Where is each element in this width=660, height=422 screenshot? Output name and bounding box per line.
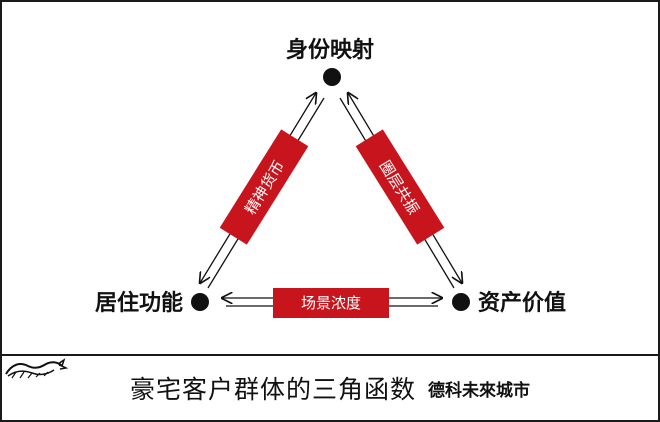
edge-left: 精神货币: [200, 93, 325, 289]
edge-badge-left: [219, 129, 309, 245]
node-dot-right: [452, 293, 470, 311]
node-label-top: 身份映射: [286, 37, 374, 63]
footer-divider: [2, 354, 658, 356]
node-label-right: 资产价值: [478, 290, 566, 316]
diagram-caption: 豪宅客户群体的三角函数: [129, 375, 416, 404]
dragon-logo-icon: [5, 358, 68, 379]
brand: 德科未來城市: [5, 358, 530, 401]
edge-bottom: 场景浓度: [222, 288, 442, 318]
node-dot-top: [323, 68, 341, 86]
node-dot-left: [191, 293, 209, 311]
edge-badge-bottom: [273, 288, 389, 318]
edge-right: 圈层共振: [339, 93, 462, 289]
brand-name: 德科未來城市: [428, 380, 530, 401]
node-label-left: 居住功能: [95, 290, 183, 316]
edge-label-bottom: 场景浓度: [301, 294, 361, 312]
triangle-diagram: 身份映射 居住功能 资产价值 精神货币 圈层共振: [95, 37, 566, 318]
footer: 豪宅客户群体的三角函数 德科未來城市: [2, 356, 658, 420]
edge-badge-right: [355, 129, 445, 245]
